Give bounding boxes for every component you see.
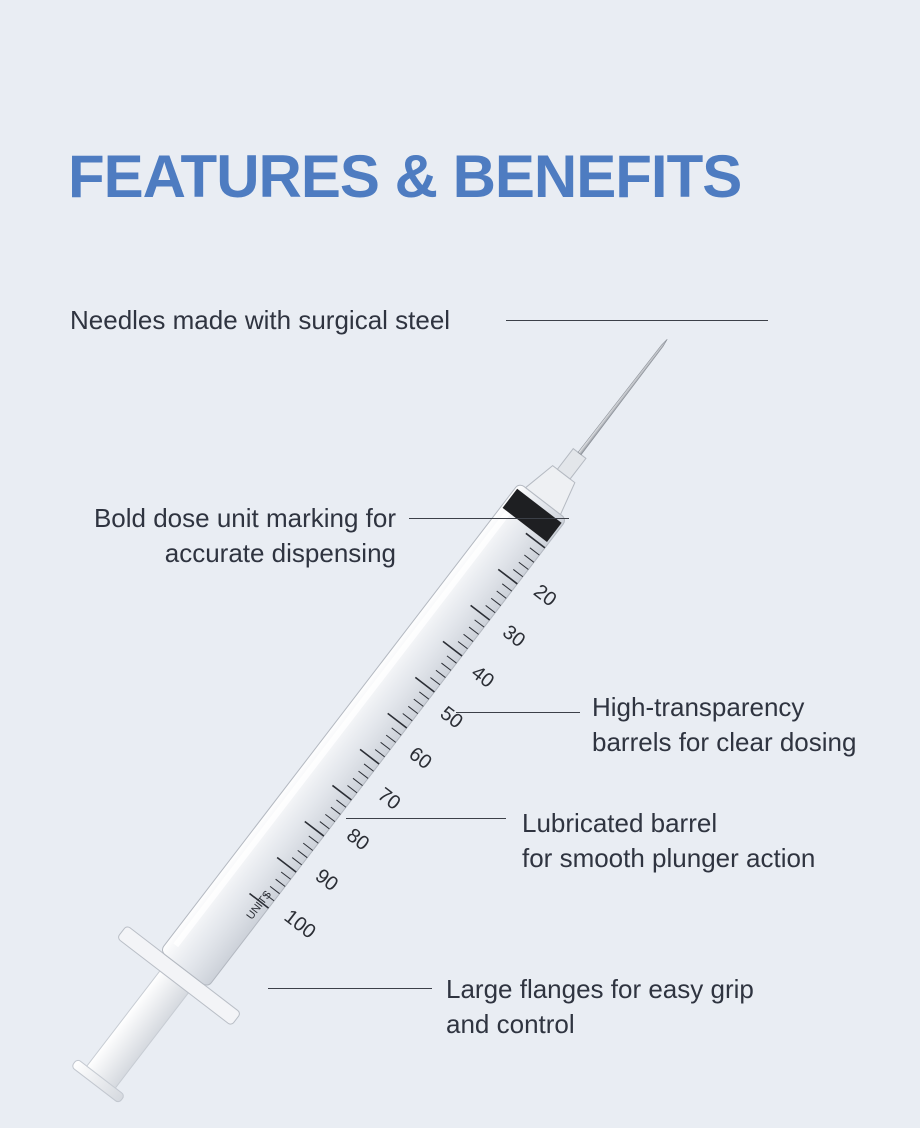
minor-tick bbox=[490, 597, 502, 606]
minor-tick bbox=[336, 799, 347, 808]
callout-line-needles bbox=[506, 320, 768, 321]
feature-text-line: Lubricated barrel bbox=[522, 808, 718, 838]
minor-tick bbox=[496, 590, 507, 599]
scale-number: 50 bbox=[436, 702, 467, 733]
minor-tick bbox=[385, 734, 396, 743]
feature-text-line: accurate dispensing bbox=[164, 538, 396, 568]
feature-dose-marking: Bold dose unit marking for accurate disp… bbox=[40, 501, 396, 571]
major-tick bbox=[414, 676, 435, 693]
minor-tick bbox=[474, 619, 485, 628]
feature-transparency: High-transparency barrels for clear dosi… bbox=[592, 690, 856, 760]
minor-tick bbox=[352, 777, 363, 787]
callout-line-lubricated bbox=[346, 818, 506, 819]
feature-text-line: barrels for clear dosing bbox=[592, 727, 857, 757]
minor-tick bbox=[302, 842, 314, 851]
minor-tick bbox=[363, 763, 374, 772]
callout-line-transparency bbox=[456, 712, 580, 713]
feature-text-line: and control bbox=[446, 1009, 575, 1039]
major-tick bbox=[249, 892, 270, 909]
major-tick bbox=[359, 748, 380, 765]
minor-tick bbox=[441, 662, 452, 671]
feature-text-line: Needles made with surgical steel bbox=[70, 305, 451, 335]
minor-tick bbox=[269, 885, 280, 895]
plunger-seal bbox=[502, 488, 562, 542]
feature-text-line: Bold dose unit marking for bbox=[93, 503, 396, 533]
minor-tick bbox=[463, 633, 474, 642]
callout-line-flanges bbox=[268, 988, 432, 989]
minor-tick bbox=[435, 669, 446, 678]
minor-tick bbox=[430, 677, 441, 686]
major-tick bbox=[304, 820, 325, 837]
minor-tick bbox=[325, 813, 336, 823]
minor-tick bbox=[457, 641, 468, 650]
major-tick bbox=[525, 532, 546, 549]
minor-tick bbox=[275, 878, 286, 887]
needle-hub bbox=[524, 464, 576, 516]
major-tick bbox=[276, 856, 297, 873]
minor-tick bbox=[319, 821, 330, 830]
feature-lubricated: Lubricated barrel for smooth plunger act… bbox=[522, 806, 815, 876]
major-tick bbox=[470, 604, 491, 621]
minor-tick bbox=[358, 770, 369, 779]
barrel-highlight bbox=[173, 499, 520, 948]
minor-tick bbox=[407, 705, 419, 714]
minor-tick bbox=[413, 698, 424, 707]
page-title: FEATURES & BENEFITS bbox=[68, 143, 742, 210]
scale-number: 100 bbox=[280, 906, 320, 944]
minor-tick bbox=[485, 605, 496, 614]
minor-tick bbox=[512, 569, 524, 578]
scale-number: 40 bbox=[467, 662, 498, 693]
major-tick bbox=[497, 568, 518, 585]
major-tick bbox=[442, 640, 463, 657]
plunger-rod bbox=[86, 970, 190, 1089]
callout-line-dose-marking bbox=[409, 518, 569, 519]
minor-tick bbox=[280, 871, 291, 880]
scale-number: 90 bbox=[311, 865, 342, 896]
minor-tick bbox=[330, 806, 341, 815]
minor-tick bbox=[391, 727, 402, 736]
minor-tick bbox=[468, 626, 479, 635]
feature-needles: Needles made with surgical steel bbox=[70, 303, 450, 338]
minor-tick bbox=[264, 893, 275, 902]
feature-text-line: for smooth plunger action bbox=[522, 843, 816, 873]
minor-tick bbox=[402, 713, 413, 722]
minor-tick bbox=[419, 691, 430, 700]
feature-text-line: High-transparency bbox=[592, 692, 805, 722]
minor-tick bbox=[374, 749, 385, 758]
scale-number: 70 bbox=[373, 784, 404, 815]
major-tick bbox=[331, 784, 352, 801]
minor-tick bbox=[380, 741, 391, 751]
scale-number: 60 bbox=[405, 743, 436, 774]
scale-number: 80 bbox=[342, 824, 373, 855]
minor-tick bbox=[518, 561, 529, 570]
feature-text-line: Large flanges for easy grip bbox=[446, 974, 754, 1004]
minor-tick bbox=[347, 785, 358, 794]
scale-number: 30 bbox=[498, 621, 529, 652]
scale-number: 20 bbox=[529, 580, 560, 611]
major-tick bbox=[387, 712, 408, 729]
feature-flanges: Large flanges for easy grip and control bbox=[446, 972, 754, 1042]
minor-tick bbox=[291, 857, 303, 866]
minor-tick bbox=[524, 554, 535, 563]
needle bbox=[577, 339, 668, 456]
minor-tick bbox=[297, 849, 308, 859]
minor-tick bbox=[501, 583, 513, 592]
minor-tick bbox=[446, 655, 457, 664]
minor-tick bbox=[308, 835, 319, 844]
scale-ticks bbox=[249, 532, 546, 909]
minor-tick bbox=[529, 547, 540, 556]
